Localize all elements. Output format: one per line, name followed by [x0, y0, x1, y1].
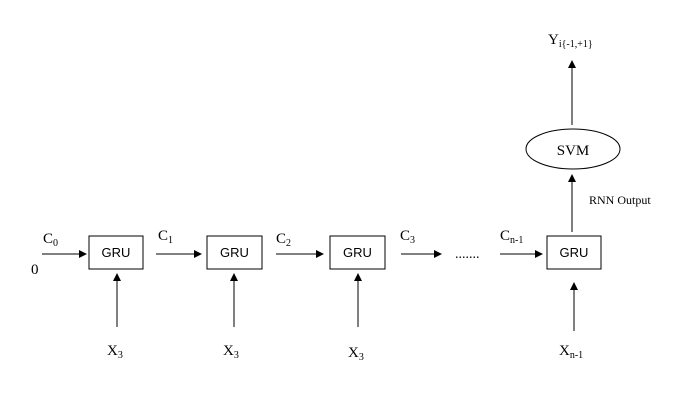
gru-label-3: GRU — [343, 245, 372, 260]
gru-box-3 — [329, 235, 386, 270]
chain-ellipsis: ....... — [455, 247, 480, 262]
gru-label-1: GRU — [102, 245, 131, 260]
initial-state-label: 0 — [31, 262, 39, 278]
gru-label-2: GRU — [220, 245, 249, 260]
output-label: Yi{-1,+1} — [548, 32, 593, 50]
gru-box-1 — [88, 235, 144, 270]
rnn-output-label: RNN Output — [589, 193, 651, 207]
svm-label: SVM — [557, 143, 590, 159]
gru-label-4: GRU — [560, 245, 589, 260]
gru-box-2 — [206, 235, 263, 270]
input-label-4: Xn-1 — [559, 343, 583, 361]
gru-box-4 — [546, 235, 602, 270]
state-label-c1: C1 — [158, 228, 173, 246]
state-label-c3: C3 — [400, 228, 415, 246]
input-label-3: X3 — [348, 345, 364, 363]
state-label-c0: C0 — [43, 231, 58, 249]
input-label-1: X3 — [107, 343, 123, 361]
svm-ellipse — [525, 128, 621, 170]
state-label-cn-1: Cn-1 — [500, 228, 523, 246]
input-label-2: X3 — [223, 343, 239, 361]
state-label-c2: C2 — [276, 231, 291, 249]
